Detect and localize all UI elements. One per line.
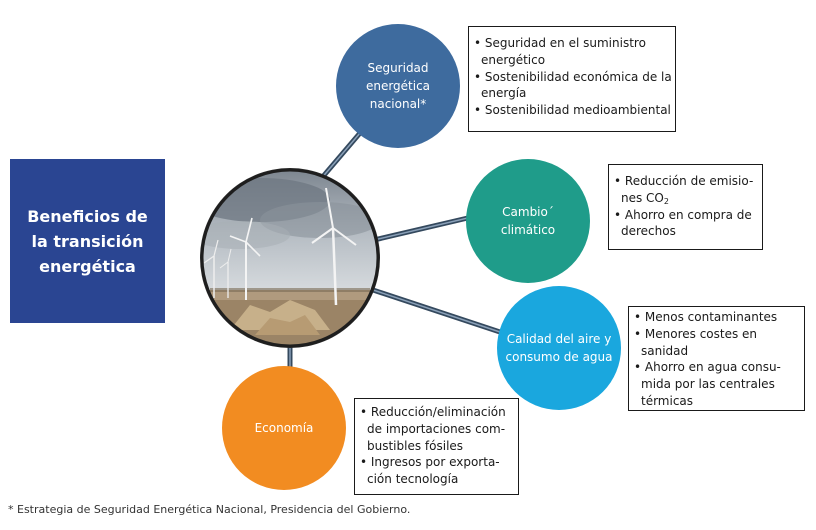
seguridad-label-line-2: energética (365, 79, 431, 93)
cambio-box-line-4: derechos (621, 224, 676, 239)
calidad-box-line-6: térmicas (641, 393, 694, 408)
seguridad-label-line-1: Seguridad (367, 61, 429, 75)
economia-label: Economía (254, 421, 314, 435)
cambio-box: • Reducción de emisio- nes CO2 • Ahorro … (608, 164, 763, 250)
connector-cambio-inner (373, 216, 473, 241)
seguridad-box-line-5: • Sostenibilidad medioambiental (474, 103, 671, 118)
cambio-box-line-2: nes CO2 (614, 190, 757, 207)
economia-box: • Reducción/eliminación de importaciones… (354, 398, 519, 495)
seguridad-box-line-3: • Sostenibilidad económica de la (474, 69, 672, 84)
calidad-box-line-5: mida por las centrales (641, 377, 775, 392)
economia-box-line-1: • Reducción/eliminación (360, 405, 506, 419)
economia-box-line-5: ción tecnología (367, 472, 459, 487)
economia-box-line-2: de importaciones com- (367, 421, 506, 436)
calidad-box-line-1: • Menos contaminantes (634, 310, 778, 324)
title-line-2: la transición (31, 231, 144, 251)
title-line-3: energética (39, 256, 136, 276)
co2-subscript: 2 (663, 196, 669, 206)
calidad-box-line-4: • Ahorro en agua consu- (634, 360, 781, 375)
calidad-box-line-2: • Menores costes en (634, 326, 758, 341)
seguridad-box-line-1: • Seguridad en el suministro (474, 36, 646, 50)
cambio-circle: Cambio´ climático (466, 159, 590, 283)
calidad-circle: Calidad del aire y consumo de agua (497, 286, 621, 410)
cambio-label-line-2: climático (500, 223, 556, 237)
seguridad-circle: Seguridad energética nacional* (336, 24, 460, 148)
calidad-box-line-3: sanidad (641, 343, 689, 358)
calidad-box: • Menos contaminantes • Menores costes e… (628, 306, 805, 411)
seguridad-label-line-3: nacional* (369, 97, 427, 111)
calidad-label-line-2: consumo de agua (505, 350, 613, 364)
calidad-label-line-1: Calidad del aire y (506, 332, 612, 346)
cambio-box-line-1: • Reducción de emisio- (614, 174, 754, 188)
title-box: Beneficios de la transición energética (10, 159, 165, 323)
wind-turbines-photo (200, 168, 380, 348)
co2-text: nes CO (621, 190, 664, 205)
economia-circle: Economía (222, 366, 346, 490)
cambio-label-line-1: Cambio´ (502, 205, 554, 219)
economia-box-line-3: bustibles fósiles (367, 438, 464, 453)
seguridad-box-line-4: energía (481, 86, 527, 101)
seguridad-box-line-2: energético (481, 52, 546, 67)
seguridad-box: • Seguridad en el suministro energético … (468, 26, 676, 132)
title-line-1: Beneficios de (27, 206, 148, 226)
connector-calidad-inner (366, 287, 501, 333)
cambio-box-line-3: • Ahorro en compra de (614, 207, 752, 222)
economia-box-line-4: • Ingresos por exporta- (360, 455, 500, 470)
footnote: * Estrategia de Seguridad Energética Nac… (8, 503, 411, 516)
